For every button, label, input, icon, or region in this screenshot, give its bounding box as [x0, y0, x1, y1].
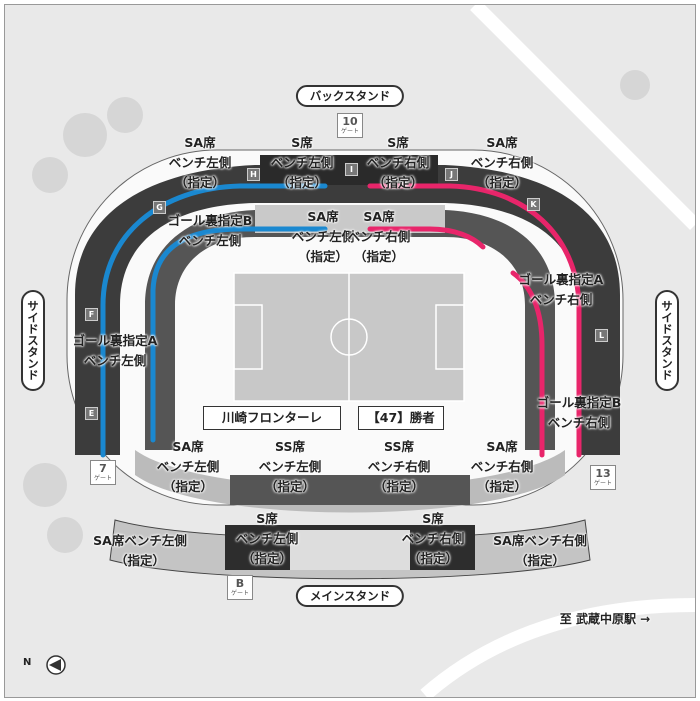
seat-low-s-right: S席ベンチ右側（指定） [401, 511, 465, 566]
home-route-inner [150, 226, 328, 443]
away-route-outer [367, 183, 582, 458]
seat-low-s-left: S席ベンチ左側（指定） [235, 511, 299, 566]
section-i: I [345, 163, 358, 176]
section-f: F [85, 308, 98, 321]
seat-bot-ss-left: SS席ベンチ左側（指定） [258, 439, 322, 494]
main-stand-label: メインスタンド [295, 585, 405, 607]
seat-bot-sa-right: SA席ベンチ右側（指定） [470, 439, 534, 494]
side-stand-left-label: サイドスタンド [21, 290, 45, 391]
pitch [233, 272, 465, 402]
section-h: H [247, 168, 260, 181]
section-j: J [445, 168, 458, 181]
away-route-inner [367, 226, 486, 250]
home-team-label: 川崎フロンターレ [203, 406, 341, 430]
seat-low-sa-left: SA席ベンチ左側（指定） [93, 533, 187, 568]
roads [420, 5, 695, 697]
inner-ring [145, 210, 555, 450]
seat-top-s-right: S席ベンチ右側（指定） [366, 135, 430, 190]
seat-mid-sa-right: SA席ベンチ右側（指定） [347, 209, 411, 264]
seat-top-sa-left: SA席ベンチ左側（指定） [168, 135, 232, 190]
home-route-outer [100, 183, 328, 458]
section-g: G [153, 201, 166, 214]
station-direction: 至 武蔵中原駅 → [559, 612, 651, 626]
section-e: E [85, 407, 98, 420]
section-l: L [595, 329, 608, 342]
section-k: K [527, 198, 540, 211]
seat-mid-sa-left: SA席ベンチ左側（指定） [291, 209, 355, 264]
away-route-inner-2 [510, 270, 545, 458]
seat-low-sa-right: SA席ベンチ右側（指定） [493, 533, 587, 568]
main-center [290, 530, 410, 570]
back-stand-label: バックスタンド [295, 85, 405, 107]
seat-top-s-left: S席ベンチ左側（指定） [270, 135, 334, 190]
trees [23, 70, 650, 553]
away-team-label: 【47】勝者 [358, 406, 444, 430]
north-marker [46, 655, 66, 675]
seat-top-sa-right: SA席ベンチ右側（指定） [470, 135, 534, 190]
side-stand-right-label: サイドスタンド [655, 290, 679, 391]
north-label: N [23, 657, 32, 668]
ss-seats [230, 475, 470, 505]
seat-bot-sa-left: SA席ベンチ左側（指定） [156, 439, 220, 494]
seat-bot-ss-right: SS席ベンチ右側（指定） [367, 439, 431, 494]
